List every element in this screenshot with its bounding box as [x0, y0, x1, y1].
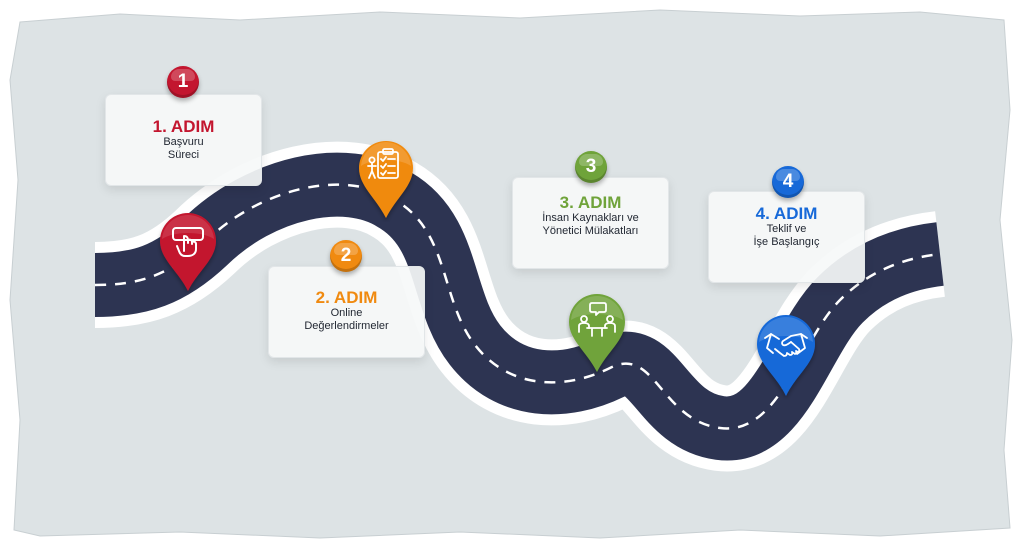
step-1-pin [160, 213, 216, 291]
step-4-pin [757, 315, 815, 396]
step-1-badge: 1 [167, 66, 199, 98]
step-2-description: Online Değerlendirmeler [304, 307, 389, 332]
clipboard-checklist-icon [367, 148, 399, 179]
step-1-description: Başvuru Süreci [163, 136, 204, 161]
step-4-description: Teklif ve İşe Başlangıç [753, 223, 820, 248]
click-button-icon [172, 227, 204, 257]
step-4-title: 4. ADIM [755, 204, 818, 223]
step-2-card: 2. ADIM Online Değerlendirmeler [268, 266, 425, 358]
step-1-title: 1. ADIM [152, 117, 215, 136]
road-center-line [94, 183, 941, 430]
handshake-icon [764, 333, 808, 357]
step-2-title: 2. ADIM [315, 288, 378, 307]
interview-meeting-icon [578, 302, 616, 337]
step-4-badge: 4 [772, 166, 804, 198]
step-3-pin [569, 294, 625, 372]
step-4-card: 4. ADIM Teklif ve İşe Başlangıç [708, 191, 865, 283]
step-2-pin [359, 141, 413, 218]
step-3-card: 3. ADIM İnsan Kaynakları ve Yönetici Mül… [512, 177, 669, 269]
step-2-badge: 2 [330, 240, 362, 272]
step-3-description: İnsan Kaynakları ve Yönetici Mülakatları [542, 212, 639, 237]
step-3-title: 3. ADIM [559, 193, 622, 212]
step-1-card: 1. ADIM Başvuru Süreci [105, 94, 262, 186]
step-3-badge: 3 [575, 151, 607, 183]
